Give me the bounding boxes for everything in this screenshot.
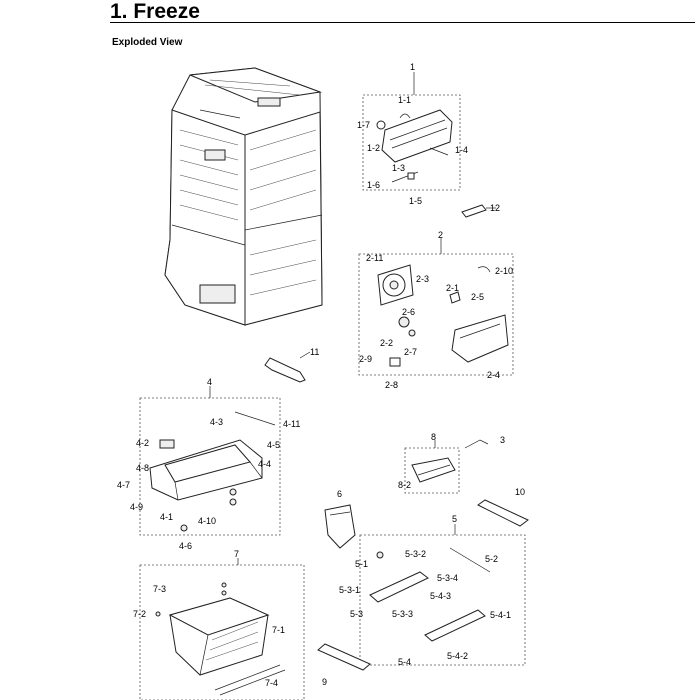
callout-5-3: 5-3 (350, 609, 363, 619)
callout-4-2: 4-2 (136, 438, 149, 448)
callout-6: 6 (337, 489, 342, 499)
callout-5-3-2: 5-3-2 (405, 549, 426, 559)
callout-2-3: 2-3 (416, 274, 429, 284)
callout-5-4-3: 5-4-3 (430, 591, 451, 601)
callout-5-1: 5-1 (355, 559, 368, 569)
callout-2-1: 2-1 (446, 283, 459, 293)
callout-5-3-4: 5-3-4 (437, 573, 458, 583)
callout-4-5: 4-5 (267, 440, 280, 450)
callout-2-11: 2-11 (366, 253, 383, 263)
callout-2-7: 2-7 (404, 347, 417, 357)
callout-1-5: 1-5 (409, 196, 422, 206)
part-11 (264, 351, 311, 383)
callout-4-9: 4-9 (130, 502, 143, 512)
assembly-2 (358, 238, 514, 376)
assembly-4 (139, 386, 281, 536)
callout-2-5: 2-5 (471, 292, 484, 302)
callout-2-8: 2-8 (385, 380, 398, 390)
callout-2-6: 2-6 (402, 307, 415, 317)
page-title: 1. Freeze (110, 0, 200, 23)
callout-1-4: 1-4 (455, 145, 468, 155)
callout-1-2: 1-2 (367, 143, 380, 153)
callout-4-7: 4-7 (117, 480, 130, 490)
callout-5: 5 (452, 514, 457, 524)
callout-4-8: 4-8 (136, 463, 149, 473)
callout-4-11: 4-11 (283, 419, 300, 429)
assembly-8 (404, 439, 489, 494)
title-rule (110, 22, 695, 23)
callout-1-6: 1-6 (367, 180, 380, 190)
part-10 (477, 499, 529, 527)
callout-5-3-3: 5-3-3 (392, 609, 413, 619)
callout-4-6: 4-6 (179, 541, 192, 551)
callout-5-4-1: 5-4-1 (490, 610, 511, 620)
callout-1-3: 1-3 (392, 163, 405, 173)
callout-2-9: 2-9 (359, 354, 372, 364)
callout-4-10: 4-10 (198, 516, 216, 526)
callout-2-4: 2-4 (487, 370, 500, 380)
callout-5-4: 5-4 (398, 657, 411, 667)
callout-4-3: 4-3 (210, 417, 223, 427)
callout-12: 12 (490, 203, 500, 213)
callout-2: 2 (438, 230, 443, 240)
callout-7-1: 7-1 (272, 625, 285, 635)
callout-8-2: 8-2 (398, 480, 411, 490)
callout-2-2: 2-2 (380, 338, 393, 348)
callout-2-10: 2-10 (495, 266, 513, 276)
callout-4: 4 (207, 377, 212, 387)
callout-11: 11 (310, 347, 319, 357)
freezer-cabinet (164, 67, 323, 326)
callout-1-1: 1-1 (398, 95, 411, 105)
callout-5-3-1: 5-3-1 (339, 585, 360, 595)
callout-3: 3 (500, 435, 505, 445)
callout-1: 1 (410, 62, 415, 72)
callout-10: 10 (515, 487, 525, 497)
callout-7-2: 7-2 (133, 609, 146, 619)
assembly-7 (139, 558, 305, 700)
callout-4-1: 4-1 (160, 512, 173, 522)
callout-4-4: 4-4 (258, 459, 271, 469)
part-6 (324, 504, 356, 549)
section-subtitle: Exploded View (112, 37, 183, 48)
callout-7-3: 7-3 (153, 584, 166, 594)
assembly-5 (359, 524, 526, 666)
part-12 (461, 204, 496, 218)
callout-1-7: 1-7 (357, 120, 370, 130)
callout-5-2: 5-2 (485, 554, 498, 564)
callout-7: 7 (234, 549, 239, 559)
callout-9: 9 (322, 677, 327, 687)
assembly-1 (362, 72, 461, 191)
part-9 (317, 643, 371, 671)
callout-5-4-2: 5-4-2 (447, 651, 468, 661)
callout-7-4: 7-4 (265, 678, 278, 688)
callout-8: 8 (431, 432, 436, 442)
